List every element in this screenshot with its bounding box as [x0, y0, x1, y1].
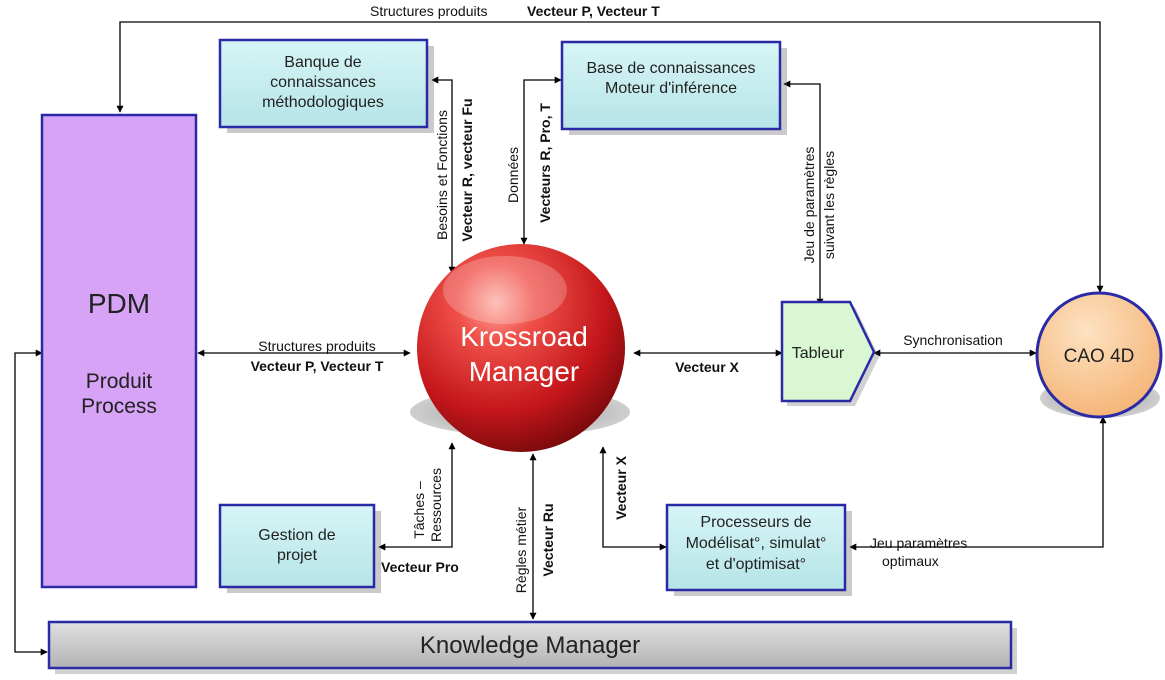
- processeurs-node: Processeurs de Modélisat°, simulat° et d…: [665, 503, 852, 596]
- gestion-line2: projet: [277, 547, 318, 564]
- connectors: [14, 21, 1107, 656]
- connector-krossroad-processeurs: [599, 446, 667, 551]
- tableur-node: Tableur: [780, 300, 879, 406]
- knowledge-label: Knowledge Manager: [420, 632, 640, 659]
- krossroad-line1: Krossroad: [460, 321, 588, 352]
- pdm-title: PDM: [88, 288, 150, 319]
- pdm-node: PDM Produit Process: [40, 113, 198, 589]
- label-taches-1: Tâches –: [411, 481, 427, 539]
- banque-line2: connaissances: [270, 74, 376, 91]
- label-regles: Règles métier: [513, 506, 529, 593]
- connector-pdm-cao-top: [116, 21, 1104, 293]
- label-besoins: Besoins et Fonctions: [434, 110, 450, 240]
- label-top-structures: Structures produits: [370, 3, 488, 19]
- banque-line3: méthodologiques: [262, 94, 384, 111]
- banque-node: Banque de connaissances méthodologiques: [218, 38, 434, 133]
- label-mid-structures: Structures produits: [258, 338, 376, 354]
- cao-label: CAO 4D: [1064, 346, 1135, 367]
- label-synchronisation: Synchronisation: [903, 332, 1003, 348]
- label-vecteur-pro: Vecteur Pro: [381, 559, 459, 575]
- connector-banque-krossroad: [431, 76, 456, 274]
- label-jeu-param-1: Jeu de paramètres: [801, 147, 817, 264]
- knowledge-node: Knowledge Manager: [47, 620, 1017, 674]
- cao-node: CAO 4D: [1035, 291, 1163, 419]
- label-jeu-opt-2: optimaux: [882, 553, 939, 569]
- label-vecteur-x-horizontal: Vecteur X: [675, 359, 739, 375]
- label-top-vecteurs: Vecteur P, Vecteur T: [527, 3, 660, 19]
- tableur-label: Tableur: [792, 345, 845, 362]
- pdm-line1: Produit: [86, 370, 153, 393]
- krossroad-node: Krossroad Manager: [410, 244, 630, 452]
- gestion-line1: Gestion de: [258, 527, 335, 544]
- pdm-line2: Process: [81, 395, 157, 418]
- banque-line1: Banque de: [284, 54, 362, 71]
- connector-processeurs-cao: [849, 416, 1107, 551]
- connector-knowledge-pdm: [14, 349, 48, 656]
- label-donnees: Données: [505, 147, 521, 203]
- processeurs-line3: et d'optimisat°: [706, 556, 806, 573]
- label-vecteur-x-vertical: Vecteur X: [613, 455, 629, 519]
- connector-gestion-krossroad: [378, 442, 456, 551]
- label-vecteurs-r-pro-t: Vecteurs R, Pro, T: [537, 103, 553, 223]
- processeurs-line2: Modélisat°, simulat°: [686, 535, 827, 552]
- base-line1: Base de connaissances: [587, 60, 756, 77]
- connector-base-tableur: [783, 80, 824, 306]
- gestion-node: Gestion de projet: [218, 503, 381, 593]
- base-node: Base de connaissances Moteur d'inférence: [560, 40, 787, 135]
- krossroad-line2: Manager: [469, 356, 580, 387]
- label-taches-2: Ressources: [428, 468, 444, 542]
- connector-labels: Structures produits Vecteur P, Vecteur T…: [251, 3, 1003, 593]
- label-jeu-param-2: suivant les règles: [821, 151, 837, 259]
- label-vecteur-ru: Vecteur Ru: [540, 503, 556, 576]
- label-mid-vecteurs: Vecteur P, Vecteur T: [251, 358, 384, 374]
- connector-base-krossroad: [520, 76, 562, 245]
- processeurs-line1: Processeurs de: [700, 514, 811, 531]
- base-line2: Moteur d'inférence: [605, 80, 737, 97]
- label-jeu-opt-1: Jeu paramètres: [870, 535, 967, 551]
- label-vecteur-r-fu: Vecteur R, vecteur Fu: [459, 98, 475, 241]
